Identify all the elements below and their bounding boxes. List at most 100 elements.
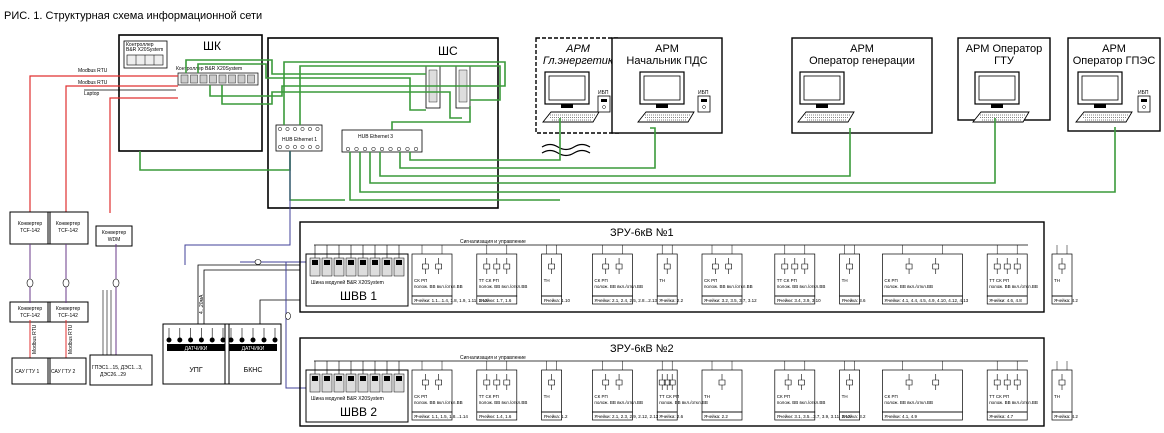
arm-title-1: АРМ <box>655 43 679 55</box>
converter-label-1: Конвертер <box>18 221 43 227</box>
zru-title: ЗРУ-6кВ №2 <box>610 343 674 355</box>
shvv-title: ШВВ 1 <box>340 289 377 303</box>
cell-top-label: СК РП <box>414 278 427 283</box>
cell-sub-label: полож. ВВ вкл./откл.ВВ <box>594 284 643 289</box>
ups-icon: ИБП <box>1137 90 1151 113</box>
shk-port <box>180 74 189 84</box>
cell-sub-label: полож. ВВ вкл./откл.ВВ <box>594 400 643 405</box>
hub3-port <box>413 146 419 152</box>
cell-top-label: СК РП <box>884 278 897 283</box>
modbus-label-2: Modbus RTU <box>78 80 108 86</box>
cell-sub-label: полож. ВВ вкл./откл.ВВ <box>884 400 933 405</box>
hub1-port <box>278 145 282 149</box>
keyboard-icon <box>797 111 855 123</box>
hub1-port <box>308 145 312 149</box>
sau2-label: САУ ГТУ 2 <box>51 369 76 375</box>
cell-top-label: ТН <box>704 394 710 399</box>
cell-number-label: Ячейка: 4.7 <box>989 413 1013 419</box>
shk-controller-box: Контроллер B&R X20System <box>123 40 168 69</box>
sensor-links <box>197 264 300 324</box>
cell-number-label: Ячейки: 3.4, 3.9, 3.10 <box>777 297 821 303</box>
cell-number-label: Ячейки: 3.1, 3.5...3.7, 3.9, 3.11, 3.12 <box>777 413 851 419</box>
zru-signal-label: Сигнализация и управление <box>460 239 526 245</box>
ups-label: ИБП <box>1138 90 1149 96</box>
arm-title-2: Оператор генерации <box>809 55 915 67</box>
monitor-icon <box>544 71 590 108</box>
modbus-vertical-2: Modbus RTU <box>68 324 74 354</box>
zru-signal-label: Сигнализация и управление <box>460 355 526 361</box>
cell-number-label: Ячейка: 1.2 <box>544 413 568 419</box>
optic-markers <box>254 259 291 320</box>
laptop-label: Laptop <box>84 91 100 97</box>
shk-port <box>218 74 227 84</box>
monitor-icon <box>1077 71 1123 108</box>
monitor-icon <box>639 71 685 108</box>
cell-sub-label: полож. ВВ вкл./откл.ВВ <box>659 400 708 405</box>
ups-label: ИБП <box>698 90 709 96</box>
ethernet-links <box>139 59 1116 201</box>
hub3-port <box>388 146 393 152</box>
sau-gtu-1: САУ ГТУ 1 <box>11 357 51 385</box>
cell-sub-label: полож. ВВ вкл./откл.ВВ <box>777 284 826 289</box>
cell-sub-label: полож. ВВ вкл./откл.ВВ <box>989 400 1038 405</box>
cell-top-label: СК РП <box>414 394 427 399</box>
shk-cabinet: ШК Контроллер B&R X20System Контроллер B… <box>78 34 263 152</box>
ctrl-box-label-2: B&R X20System <box>126 47 163 53</box>
shk-port <box>228 74 236 84</box>
cell-number-label: Ячейка: 2.6 <box>659 413 683 419</box>
cell-top-label: СК РП <box>884 394 897 399</box>
arm-title-1: АРМ Оператор <box>966 43 1043 55</box>
cell-sub-label: полож. ВВ вкл./откл.ВВ <box>479 284 528 289</box>
hub1-port <box>315 145 320 149</box>
cell-top-label: ТТ СК РП <box>989 278 1009 283</box>
shvv-title: ШВВ 2 <box>340 405 377 419</box>
keyboard-icon <box>972 111 1030 123</box>
hub1-port <box>308 127 312 131</box>
shk-port <box>247 74 255 84</box>
sensor-title: ДАТЧИКИ <box>185 346 208 352</box>
cell-number-label: Ячейка: 1.10 <box>544 297 571 303</box>
hub3-port <box>396 146 402 152</box>
hub1-port <box>300 127 305 131</box>
hub-ethernet-1: HUB Ethernet 1 <box>275 124 323 152</box>
cell-number-label: Ячейка: 2.2 <box>659 297 683 303</box>
shs-cabinet: ШС HUB Ethernet 1 HUB Ethernet 3 <box>267 37 499 209</box>
hub3-port <box>405 146 410 152</box>
ups-icon: ИБП <box>597 90 611 113</box>
cell-sub-label: полож. ВВ вкл./откл.ВВ <box>989 284 1038 289</box>
hub3-port <box>379 146 385 152</box>
shvv-bus-label: Шина модулей B&R X20System <box>311 279 384 286</box>
arm-title-2: Начальник ПДС <box>626 55 707 67</box>
arm-title-2: Оператор ГПЭС <box>1073 55 1156 67</box>
cell-sub-label: полож. ВВ вкл./откл.ВВ <box>414 284 463 289</box>
keyboard-icon <box>1075 111 1133 123</box>
cell-number-label: Ячейки: 1.7, 1.6 <box>479 297 512 303</box>
cell-number-label: Ячейки: 4.1, 4.9 <box>884 413 917 419</box>
cell-top-label: ТН <box>842 394 848 399</box>
shk-controller-label: Контроллер B&R X20System <box>176 66 242 72</box>
hub3-port <box>345 146 351 152</box>
converter-label-2: TCF-142 <box>20 313 40 319</box>
